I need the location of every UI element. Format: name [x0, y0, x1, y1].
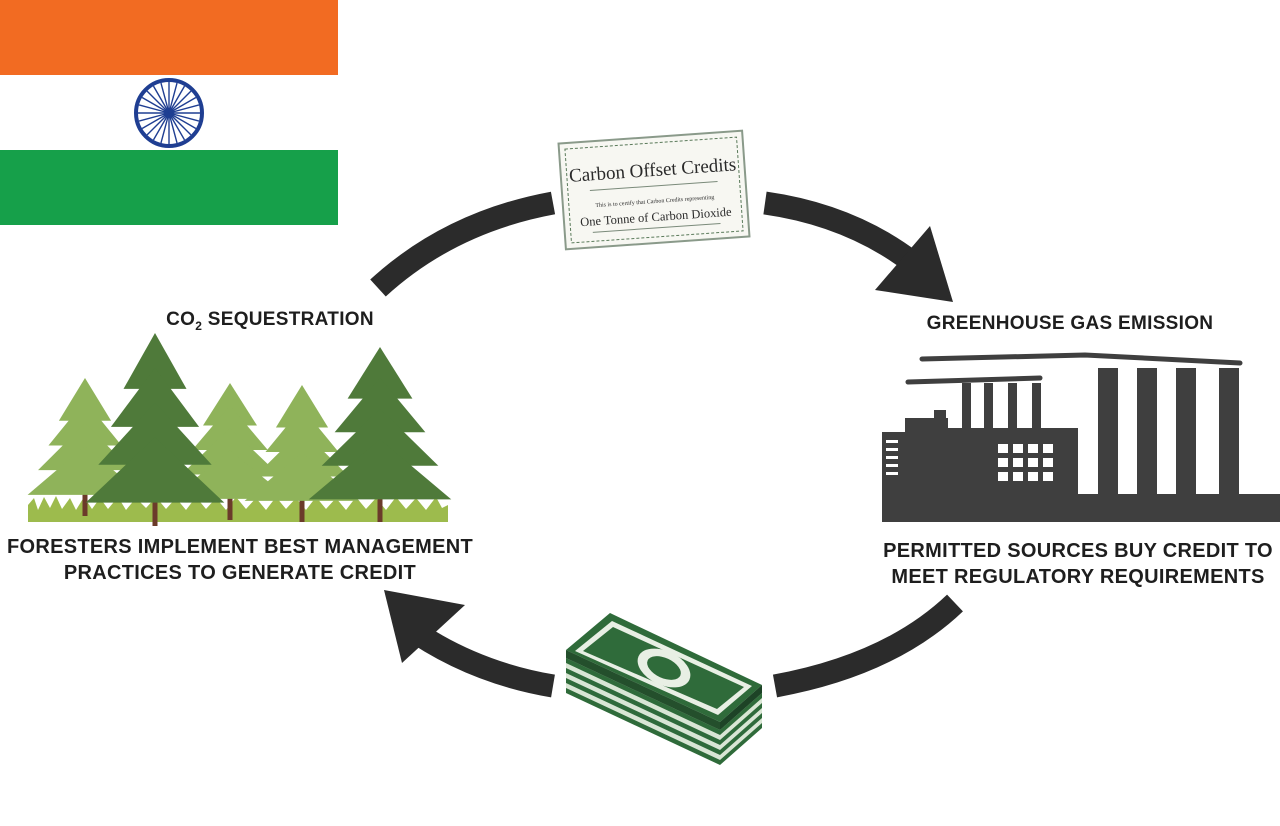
co2-suffix: SEQUESTRATION — [202, 309, 374, 330]
greenhouse-gas-emission-label: GREENHOUSE GAS EMISSION — [880, 313, 1260, 335]
carbon-credit-certificate-icon: Carbon Offset Credits This is to certify… — [559, 131, 750, 250]
co2-prefix: CO — [166, 309, 195, 330]
factory-icon — [882, 355, 1280, 522]
cycle-arc-bottom-right — [775, 603, 955, 686]
forest-trees-icon — [28, 333, 452, 526]
cycle-arrows — [378, 203, 955, 686]
cycle-arc-top-right — [765, 203, 912, 262]
foresters-caption-line-2: PRACTICES TO GENERATE CREDIT — [0, 560, 480, 586]
co2-sequestration-label: CO2 SEQUESTRATION — [130, 309, 410, 333]
foresters-caption-line-1: FORESTERS IMPLEMENT BEST MANAGEMENT — [0, 534, 480, 560]
tree — [309, 347, 452, 522]
india-flag-icon — [0, 0, 338, 225]
permitted-caption-line-1: PERMITTED SOURCES BUY CREDIT TO — [876, 538, 1280, 564]
cycle-arc-top-left — [378, 203, 553, 288]
money-stack-icon — [566, 613, 762, 765]
permitted-caption-line-2: MEET REGULATORY REQUIREMENTS — [876, 564, 1280, 590]
permitted-sources-caption: PERMITTED SOURCES BUY CREDIT TO MEET REG… — [876, 538, 1280, 590]
ashoka-chakra-icon — [136, 80, 202, 146]
foresters-caption: FORESTERS IMPLEMENT BEST MANAGEMENT PRAC… — [0, 534, 480, 586]
